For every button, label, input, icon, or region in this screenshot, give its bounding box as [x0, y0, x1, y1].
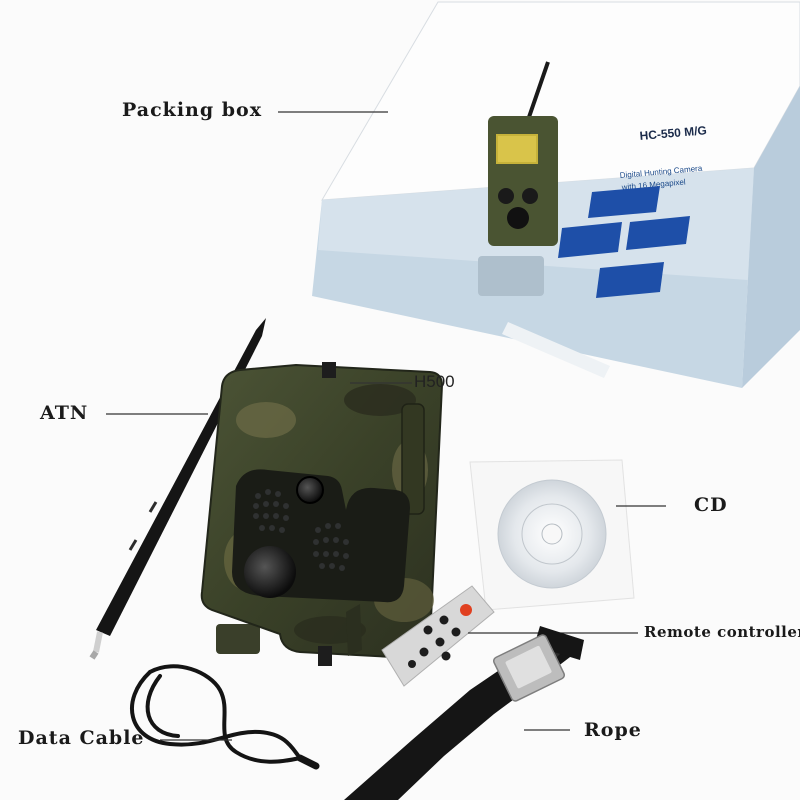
label-remote-controller: Remote controller: [644, 623, 800, 641]
cd-sleeve: [469, 459, 635, 611]
label-atn: ATN: [40, 402, 89, 424]
label-data-cable: Data Cable: [18, 727, 145, 749]
label-rope: Rope: [584, 719, 642, 741]
label-cd: CD: [694, 494, 728, 516]
box-badge: [558, 222, 622, 258]
ir-led-array-left: [253, 489, 289, 533]
remote-control: [381, 585, 495, 687]
packing-box: HC-550 M/G Digital Hunting Camera with 1…: [312, 1, 800, 388]
remote-power-button: [460, 604, 472, 616]
camera-lens: [296, 476, 324, 504]
box-sticker: [502, 322, 610, 378]
label-h500: H500: [414, 372, 455, 391]
rope-strap: [344, 626, 584, 800]
pir-sensor: [244, 546, 296, 598]
box-model-text: HC-550 M/G: [639, 123, 707, 143]
box-badge: [596, 262, 664, 298]
box-badge: [626, 216, 690, 250]
label-packing-box: Packing box: [122, 99, 263, 121]
box-badge: [588, 186, 660, 218]
box-camera-image: [478, 61, 558, 296]
ir-led-array-right: [313, 523, 349, 571]
data-cable: [130, 664, 320, 770]
camera-body: [200, 362, 444, 666]
